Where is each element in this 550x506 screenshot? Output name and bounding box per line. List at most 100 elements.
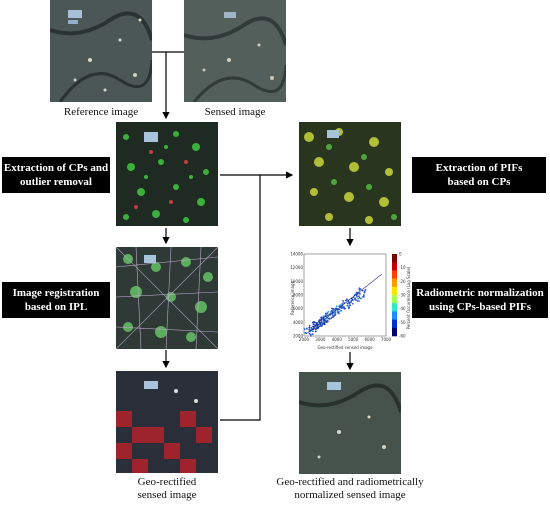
x-tick-label: 3000 [315,337,326,342]
scatter-point [350,301,353,303]
scatter-point [328,318,331,320]
step-pif-extraction-line2: based on CPs [447,176,511,188]
scatter-point [318,325,321,328]
scatter-point [363,290,366,293]
x-tick-label: 7000 [381,337,392,342]
x-tick-label: 2000 [299,337,310,342]
step-pif-extraction: Extraction of PIFs based on CPs [412,157,546,193]
colorbar-segment [392,303,397,312]
scatter-point [325,321,328,323]
scatter-point [330,317,333,320]
colorbar-tick-label: -60 [399,334,406,339]
scatter-point [327,310,330,313]
step-normalization: Radiometric normalization using CPs-base… [412,282,548,318]
sensed-image [184,0,286,102]
scatter-point [357,297,360,300]
colorbar-segment [392,278,397,288]
scatter-point [311,333,314,336]
scatter-point [304,331,307,334]
scatter-point [310,327,313,329]
scatter-point [361,289,364,292]
colorbar-segment [392,254,397,263]
scatter-point [324,319,326,322]
y-tick-label: 8000 [293,293,304,298]
georectified-caption: Geo-rectified sensed image [106,476,228,502]
scatter-point [303,328,306,331]
scatter-point [358,296,361,299]
registration-image [116,247,218,349]
scatter-point [326,318,328,320]
reference-image-caption: Reference image [63,106,139,118]
scatter-point [337,311,340,313]
scatter-point [364,288,367,291]
x-tick-label: 6000 [365,337,376,342]
scatter-point [338,308,341,311]
scatter-point [348,301,351,304]
scatter-point [362,295,364,298]
colorbar-tick-label: -10 [399,265,406,270]
scatter-point [336,311,339,313]
step-registration-line1: Image registration [12,287,100,299]
scatter-point [332,316,335,318]
scatter-plot: Reference image Geo-rectified sensed ima… [290,248,412,352]
reference-image [50,0,152,102]
scatter-point [309,334,312,337]
scatter-point [363,291,366,294]
step-registration: Image registration based on IPL [2,282,110,318]
scatter-point [354,298,357,301]
scatter-point [320,325,322,327]
y-tick-label: 12000 [290,265,303,270]
scatter-point [355,294,358,297]
colorbar-tick-label: -40 [399,306,406,311]
colorbar-tick-label: -30 [399,293,406,298]
y-tick-label: 4000 [293,320,304,325]
scatter-point [347,305,350,308]
step-normalization-line2: using CPs-based PIFs [428,301,532,313]
colorbar-segment [392,262,397,271]
colorbar-tick-label: -50 [399,320,406,325]
scatter-point [345,299,347,302]
scatter-point [347,307,350,310]
colorbar-segment [392,270,397,279]
scatter-point [360,297,362,300]
scatter-point [334,313,337,315]
scatter-point [308,325,311,327]
scatter-point [313,321,316,324]
scatter-point [311,330,314,333]
scatter-point [325,312,327,315]
scatter-point [314,324,317,327]
normalized-image [299,372,401,474]
scatter-point [308,326,311,329]
scatter-point [356,295,358,298]
scatter-point [309,333,312,336]
scatter-point [322,317,325,320]
scatter-point [315,327,317,330]
normalized-caption-line1: Geo-rectified and radiometrically [276,476,424,488]
scatter-point [351,298,353,300]
colorbar-segment [392,319,397,329]
colorbar-segment [392,295,397,304]
scatter-point [326,312,329,315]
scatter-point [323,321,326,324]
georectified-image [116,371,218,473]
x-tick-label: 4000 [332,337,343,342]
scatter-point [342,299,345,302]
normalized-caption: Geo-rectified and radiometrically normal… [264,476,436,502]
y-tick-label: 14000 [290,252,303,257]
colorbar-label: Percent Occurrence (Log Scale) [406,266,411,329]
scatter-point [322,315,325,318]
scatter-point [344,307,347,310]
scatter-point [340,307,343,310]
scatter-point [316,322,319,324]
scatter-point [358,289,361,291]
georectified-caption-line1: Geo-rectified [137,476,197,488]
scatter-point [308,328,311,331]
scatter-point [357,295,360,298]
step-cp-extraction: Extraction of CPs and outlier removal [2,157,110,193]
scatter-point [320,318,323,321]
colorbar-tick-label: -20 [399,279,406,284]
scatter-point [323,323,326,326]
y-axis-label: Reference image [290,281,295,315]
scatter-point [330,312,332,314]
